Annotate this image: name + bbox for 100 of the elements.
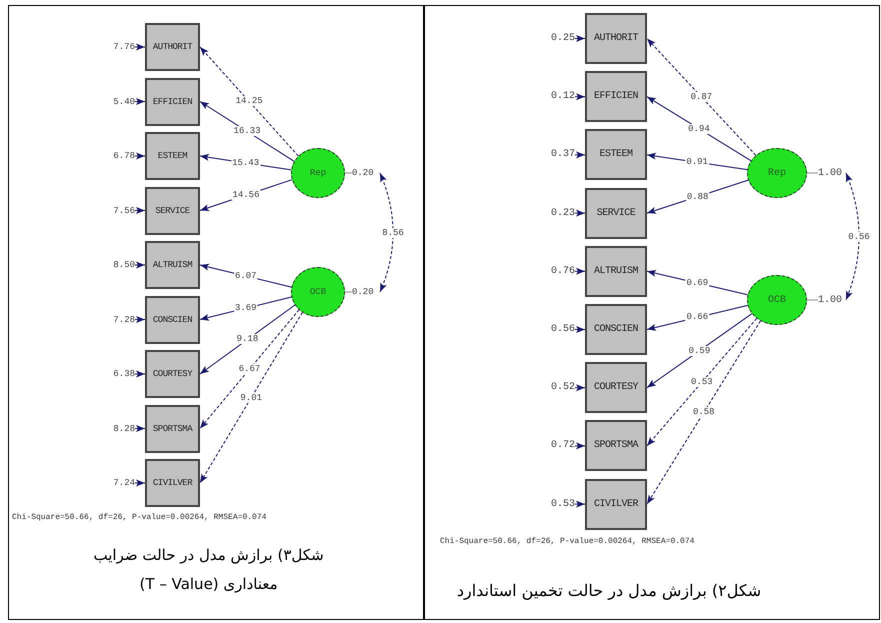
arrow <box>574 384 586 392</box>
indicator-box: CIVILVER <box>585 478 647 530</box>
error-value: 7.28 <box>103 312 135 326</box>
indicator-box: COURTESY <box>145 350 200 398</box>
variance-value: 0.20 <box>352 285 378 299</box>
arrow <box>200 46 299 156</box>
edge-label: 6.67 <box>238 364 262 374</box>
table-cell <box>424 5 880 620</box>
latent-ellipse: OCB <box>747 275 807 325</box>
figure-caption: شکل۳) برازش مدل در حالت ضرایب معناداری (T – Value) <box>92 545 325 595</box>
error-value: 6.78 <box>103 149 135 163</box>
arrow <box>134 44 146 50</box>
error-value: 5.40 <box>103 94 135 108</box>
arrow <box>200 312 303 484</box>
edge-label: 14.56 <box>231 190 260 200</box>
arrow <box>646 270 748 296</box>
indicator-box: ALTRUISM <box>145 241 200 289</box>
edge-label: 9.18 <box>236 334 260 344</box>
error-value: 0.72 <box>543 438 575 453</box>
error-value: 0.76 <box>543 264 575 278</box>
indicator-box: ESTEEM <box>585 129 647 180</box>
indicator-box: SPORTSMA <box>585 420 647 472</box>
arrow <box>134 262 146 268</box>
arrow <box>574 93 586 100</box>
edge-label: 0.88 <box>686 192 710 202</box>
arrow <box>646 38 756 156</box>
error-value: 7.24 <box>103 476 135 490</box>
arrow <box>574 268 586 275</box>
indicator-box: COURTESY <box>585 362 647 414</box>
variance-value: 1.00 <box>818 293 844 307</box>
edge-label: 0.59 <box>688 346 712 356</box>
fit-statistics: Chi-Square=50.66, df=26, P-value=0.00264, RMSEA=0.074 <box>440 537 694 546</box>
error-value: 0.53 <box>543 497 575 512</box>
arrow <box>134 316 146 323</box>
arrow <box>134 370 146 378</box>
indicator-box: CIVILVER <box>145 459 200 507</box>
edge-label: 0.91 <box>685 157 709 168</box>
error-value: 7.56 <box>103 204 135 218</box>
indicator-box: SPORTSMA <box>145 404 200 452</box>
arrow <box>134 425 146 432</box>
arrow <box>134 480 146 486</box>
edge-label: 0.87 <box>690 92 714 102</box>
edge-label: 0.94 <box>687 124 711 134</box>
edge-label: 6.07 <box>234 271 258 282</box>
edge-label: 16.33 <box>232 126 262 136</box>
variance-value: 1.00 <box>818 166 844 180</box>
indicator-box: CONSCIEN <box>145 296 200 344</box>
arrow <box>134 98 146 105</box>
table-cell <box>8 5 424 620</box>
arrow <box>380 172 394 292</box>
edge-label: 15.43 <box>231 158 260 168</box>
indicator-box: ESTEEM <box>145 132 200 180</box>
indicator-box: CONSCIEN <box>585 304 647 355</box>
indicator-box: EFFICIEN <box>145 78 200 126</box>
edge-label: 0.66 <box>686 312 710 322</box>
arrow <box>646 96 752 162</box>
edge-label: 0.53 <box>690 377 714 388</box>
edge-label: 0.58 <box>692 407 716 418</box>
latent-ellipse: Rep <box>747 148 807 198</box>
error-value: 0.12 <box>543 90 575 104</box>
edge-label: 9.01 <box>239 392 263 403</box>
error-value: 0.52 <box>543 380 575 395</box>
error-value: 8.50 <box>103 258 135 272</box>
arrow <box>574 210 586 217</box>
arrow <box>574 442 586 450</box>
arrow <box>646 313 752 388</box>
arrow <box>200 264 292 288</box>
arrow <box>200 309 300 429</box>
arrow <box>574 500 586 508</box>
indicator-box: SERVICE <box>145 186 200 234</box>
figure-caption: شکل۲) برازش مدل در حالت تخمین استاندارد <box>456 580 762 602</box>
arrow <box>574 326 586 333</box>
arrow <box>646 180 749 214</box>
error-value: 8.28 <box>103 422 135 436</box>
indicator-box: ALTRUISM <box>585 246 647 297</box>
edge-label: 14.25 <box>234 96 264 106</box>
latent-ellipse: OCB <box>291 267 345 317</box>
arrow <box>646 304 748 331</box>
error-value: 0.25 <box>543 32 575 46</box>
variance-value: 0.20 <box>352 166 378 180</box>
edge-label: 0.69 <box>686 278 710 288</box>
arrow <box>200 304 296 374</box>
arrow <box>134 152 146 160</box>
error-value: 0.23 <box>543 206 575 220</box>
arrow <box>574 151 586 158</box>
indicator-box: AUTHORIT <box>585 13 647 64</box>
arrow <box>646 318 758 446</box>
indicator-box: EFFICIEN <box>585 71 647 122</box>
indicator-box: SERVICE <box>585 188 647 239</box>
arrow <box>574 35 586 42</box>
edge-label: 3.69 <box>234 303 258 314</box>
latent-ellipse: Rep <box>291 148 345 198</box>
error-value: 6.38 <box>103 367 135 381</box>
arrow <box>846 172 860 300</box>
error-value: 0.37 <box>543 148 575 162</box>
error-value: 7.76 <box>103 40 135 54</box>
arrow <box>646 320 762 505</box>
indicator-box: AUTHORIT <box>145 23 200 71</box>
edge-label: 0.56 <box>847 232 871 242</box>
edge-label: 8.56 <box>381 228 405 238</box>
